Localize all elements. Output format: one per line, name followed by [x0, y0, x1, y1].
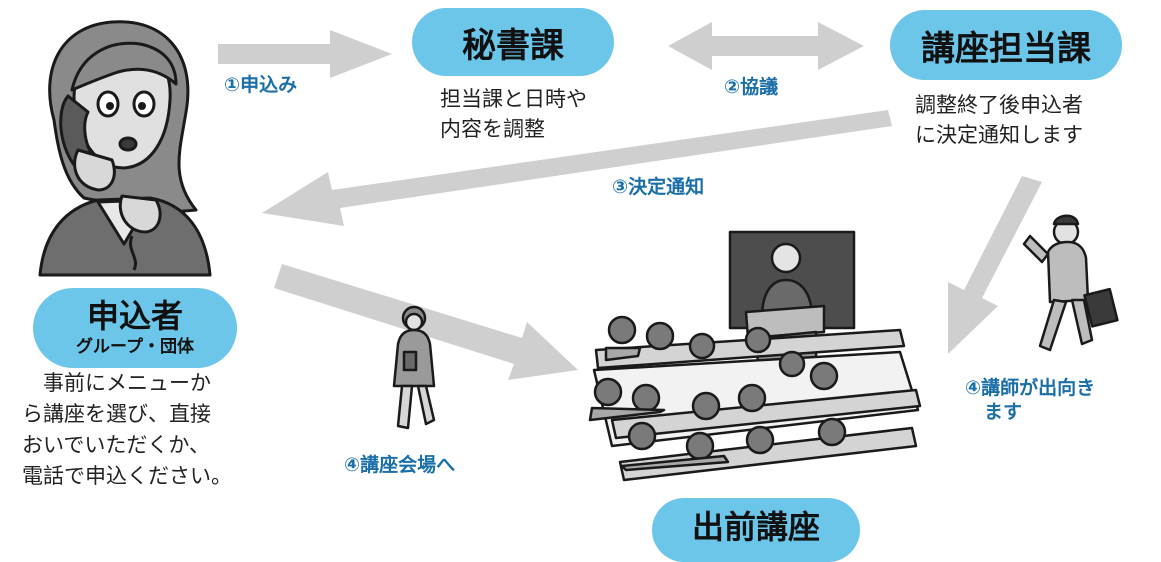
step-notify-label: ③決定通知	[612, 176, 705, 198]
node-outreach-lecture: 出前講座	[652, 498, 860, 562]
applicant-description: 事前にメニューか ら講座を選び、直接 おいでいただくか、 電話で申込ください。	[22, 371, 232, 488]
node-course-department: 講座担当課	[890, 10, 1122, 80]
step-consult-label: ②協議	[724, 76, 779, 98]
arrow-apply	[218, 30, 392, 78]
step-lecturer-visits-label: ④講師が出向き ます	[965, 377, 1096, 423]
walking-lecturer-icon	[1022, 214, 1119, 352]
arrow-consult	[668, 22, 864, 70]
node-applicant: 申込者 グループ・団体	[33, 288, 237, 368]
process-diagram: 秘書課 担当課と日時や 内容を調整 講座担当課 調整終了後申込者 に決定通知しま…	[22, 8, 1122, 562]
node-course-department-label: 講座担当課	[921, 28, 1091, 69]
node-applicant-label: 申込者	[86, 297, 183, 336]
arrow-notify	[262, 110, 892, 226]
woman-on-phone-icon	[38, 20, 212, 277]
secretary-description: 担当課と日時や 内容を調整	[440, 87, 587, 141]
walking-woman-icon	[392, 305, 436, 430]
node-secretary-section: 秘書課	[412, 8, 614, 76]
arrow-lecturer	[948, 176, 1042, 354]
step-apply-label: ①申込み	[224, 74, 298, 96]
arrow-to-venue	[274, 264, 578, 380]
diagram-graphics	[38, 20, 1119, 482]
step-go-to-venue-label: ④講座会場へ	[344, 454, 456, 476]
node-outreach-lecture-label: 出前講座	[691, 508, 820, 546]
node-secretary-label: 秘書課	[462, 25, 564, 66]
node-applicant-sublabel: グループ・団体	[76, 337, 194, 358]
flow-arrows	[218, 22, 1042, 380]
course-department-description: 調整終了後申込者 に決定通知します	[915, 93, 1083, 147]
lecture-hall-icon	[588, 230, 922, 482]
